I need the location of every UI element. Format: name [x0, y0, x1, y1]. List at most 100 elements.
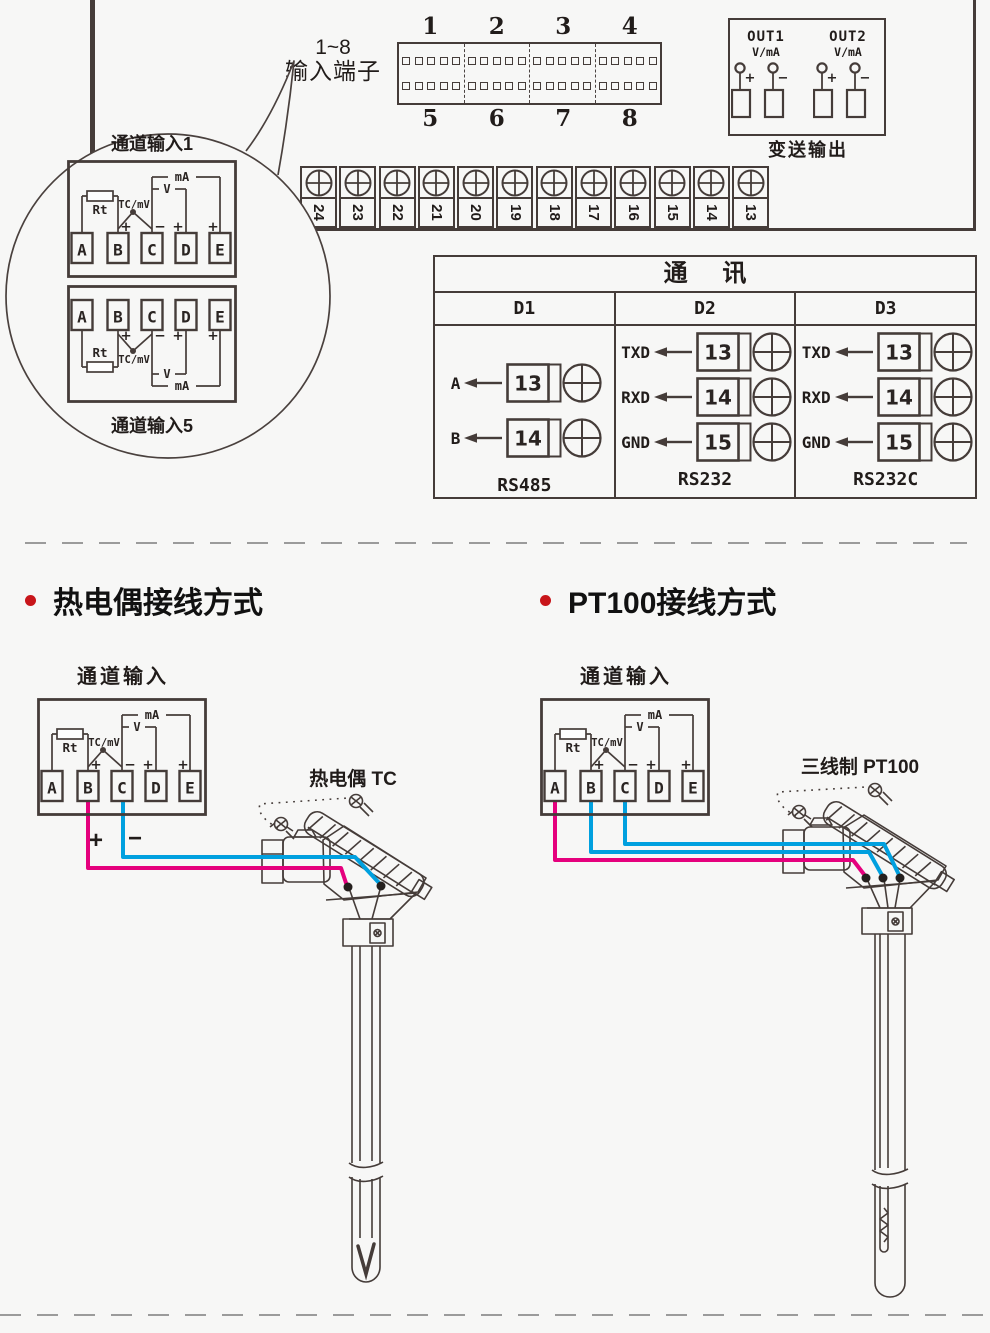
comm-column-header: D1 [435, 293, 614, 326]
screw-icon [695, 168, 728, 197]
tc-junction-dot [130, 348, 136, 354]
connector-pin [439, 82, 448, 91]
svg-text:D: D [654, 779, 664, 798]
svg-text:TC/mV: TC/mV [118, 199, 150, 211]
arrow-left-icon [834, 347, 873, 357]
svg-text:+: + [207, 328, 218, 344]
svg-text:B: B [83, 779, 93, 798]
svg-text:C: C [147, 308, 157, 327]
rt-resistor [56, 728, 84, 740]
arrow-left-icon [834, 392, 873, 402]
terminal-number: 23 [341, 197, 375, 226]
screw-icon [341, 168, 374, 197]
svg-text:−: − [154, 328, 165, 344]
svg-text:mA: mA [648, 708, 663, 722]
balloon-tail [245, 60, 295, 176]
svg-text:B: B [586, 779, 596, 798]
svg-text:+: + [745, 71, 756, 86]
svg-text:Rt: Rt [565, 740, 580, 755]
arrow-left-icon [654, 392, 692, 402]
connector-pin [402, 56, 411, 65]
terminal-E [208, 298, 232, 332]
terminal-number: 16 [616, 197, 650, 226]
svg-text:+: + [593, 757, 604, 773]
tc-junction-dot [130, 209, 136, 215]
svg-text:A: A [77, 308, 87, 327]
terminal-number: 18 [537, 197, 571, 226]
connector-pin [439, 56, 448, 65]
svg-text:+: + [177, 757, 188, 773]
svg-text:+: + [207, 219, 218, 235]
screw-icon [302, 168, 335, 197]
connector-pin [467, 56, 476, 65]
comm-column-header: D3 [796, 293, 976, 326]
comm-column-header: D2 [615, 293, 795, 326]
svg-text:Rt: Rt [62, 740, 77, 755]
terminal-number: 24 [302, 197, 335, 226]
arrow-left-icon [654, 347, 692, 357]
strip-terminal-18: 18 [535, 166, 573, 228]
screw-terminal: 13 [876, 332, 973, 372]
comm-standard-label: RS232 [677, 469, 733, 490]
svg-text:B: B [113, 308, 123, 327]
svg-text:14: 14 [704, 386, 732, 410]
svg-text:A: A [77, 241, 87, 260]
red-bullet-icon [25, 594, 36, 606]
connector-pin [598, 56, 607, 65]
rt-resistor [86, 361, 114, 373]
svg-text:V: V [133, 720, 140, 734]
tc-sensor-label: 热电偶 TC [309, 769, 397, 790]
terminal-number: 14 [694, 197, 728, 226]
svg-text:14: 14 [885, 386, 913, 410]
connector-pin [480, 82, 489, 91]
tc-junction-dot [100, 747, 106, 753]
svg-text:Rt: Rt [92, 202, 107, 217]
comm-table-title: 通 讯 [435, 257, 975, 293]
screw-icon [577, 168, 610, 197]
connector-pin [492, 56, 501, 65]
connector-number: 5 [422, 105, 439, 132]
terminal-D [174, 298, 198, 332]
rt-resistor [559, 728, 587, 740]
pt100-section-heading: PT100接线方式 [540, 578, 776, 622]
screw-terminal: 13 [506, 363, 602, 403]
svg-text:+: + [142, 757, 153, 773]
terminal-C [140, 231, 164, 265]
output-name: OUT1 [747, 29, 785, 45]
rt-resistor [86, 190, 114, 202]
output-type: V/mA [752, 45, 780, 59]
terminal-number: 22 [380, 197, 414, 226]
svg-text:C: C [117, 779, 127, 798]
signal-label: GND [801, 432, 831, 452]
screw-icon [420, 168, 453, 197]
svg-text:−: − [627, 757, 638, 773]
tc-wire-plus: + [88, 827, 103, 854]
input-terminals-label: 1~8 输入端子 [278, 36, 388, 84]
comm-standard-label: RS485 [497, 475, 552, 496]
output-name: OUT2 [829, 29, 867, 45]
strip-terminal-19: 19 [496, 166, 534, 228]
svg-text:V: V [163, 367, 170, 381]
terminal-number: 15 [655, 197, 689, 226]
svg-text:E: E [185, 779, 195, 798]
svg-text:−: − [124, 757, 135, 773]
tc-heading-text: 热电偶接线方式 [53, 587, 263, 620]
svg-text:14: 14 [514, 427, 542, 451]
terminal-number: 19 [498, 197, 532, 226]
svg-text:B: B [113, 241, 123, 260]
connector-number: 1 [422, 13, 439, 40]
strip-terminal-20: 20 [457, 166, 495, 228]
output-type: V/mA [834, 45, 862, 59]
pt100-heading-text: PT100接线方式 [568, 587, 777, 620]
connector-pin [598, 82, 607, 91]
signal-label: GND [621, 432, 650, 452]
screw-terminal: 15 [696, 422, 792, 462]
connector-pin [505, 56, 514, 65]
